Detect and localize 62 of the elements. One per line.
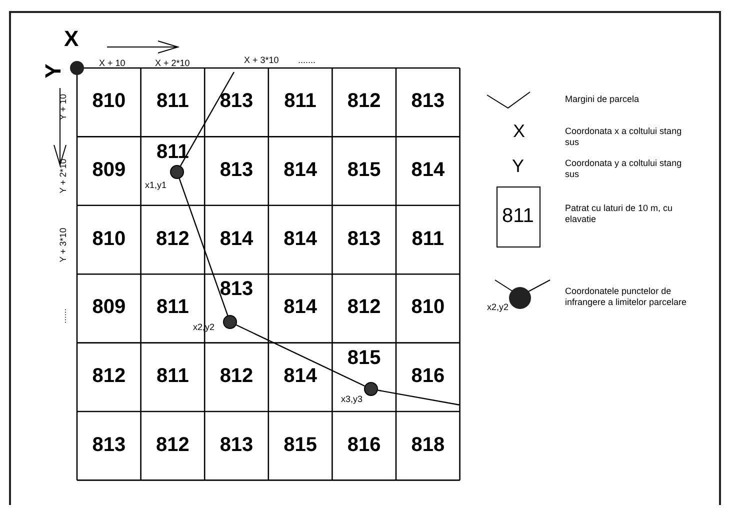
legend-text: Margini de parcela xyxy=(565,94,640,105)
elevation-value: 814 xyxy=(282,365,318,388)
elevation-value: 812 xyxy=(155,434,190,457)
axis-tick-label: X + 2*10 xyxy=(155,58,190,68)
legend-text: Patrat cu laturi de 10 m, cu elavatie xyxy=(565,203,674,225)
elevation-value: 813 xyxy=(218,159,254,182)
elevation-value: 814 xyxy=(410,159,446,182)
elevation-value: 809 xyxy=(91,296,127,320)
elevation-value: 812 xyxy=(91,365,127,388)
elevation-value: 814 xyxy=(218,228,254,251)
legend-text: Coordonata x a coltului stang sus xyxy=(565,126,683,148)
elevation-value: 810 xyxy=(410,296,446,320)
axis-letter: Y xyxy=(42,64,64,78)
elevation-value: 811 xyxy=(156,141,190,164)
elevation-value: 813 xyxy=(218,90,254,114)
axis-tick-label: ....... xyxy=(298,55,316,65)
boundary-line xyxy=(236,324,365,387)
elevation-value: 818 xyxy=(410,434,446,457)
symbol-letter: Y xyxy=(512,157,524,175)
elevation-value: 815 xyxy=(346,159,382,182)
break-point xyxy=(364,382,378,396)
elevation-value: 810 xyxy=(91,90,127,114)
elevation-value: 813 xyxy=(218,434,254,457)
point-label: x3,y3 xyxy=(341,394,363,404)
elevation-value: 813 xyxy=(346,228,382,251)
boundary-line xyxy=(178,178,228,316)
elevation-value: 811 xyxy=(502,206,534,226)
elevation-value: 811 xyxy=(410,228,446,251)
elevation-value: 814 xyxy=(282,228,318,251)
elevation-value: 815 xyxy=(346,347,382,370)
elevation-value: 814 xyxy=(282,159,318,182)
elevation-value: 810 xyxy=(91,228,127,251)
axis-letter: X xyxy=(64,28,79,50)
elevation-value: 811 xyxy=(156,365,190,388)
elevation-value: 814 xyxy=(282,296,318,320)
elevation-value: 813 xyxy=(410,90,446,114)
elevation-value: 812 xyxy=(346,90,382,114)
break-point xyxy=(170,165,184,179)
elevation-value: 812 xyxy=(155,228,190,251)
elevation-value: 813 xyxy=(218,278,254,302)
boundary-line xyxy=(378,390,460,406)
elevation-value: 815 xyxy=(282,434,318,457)
boundary-line xyxy=(180,72,235,166)
legend-text: Coordonatele punctelor de infrangere a limitelor parcelare xyxy=(565,286,688,308)
elevation-value: 813 xyxy=(91,434,127,457)
symbol-letter: X xyxy=(513,122,526,140)
elevation-value: 811 xyxy=(156,90,190,114)
elevation-value: 811 xyxy=(283,90,318,114)
elevation-value: 816 xyxy=(410,365,446,388)
point-label: x1,y1 xyxy=(145,180,167,190)
point-label: x2,y2 xyxy=(487,302,509,312)
axis-tick-label: ...... xyxy=(58,308,68,326)
break-point xyxy=(223,315,237,329)
elevation-value: 816 xyxy=(346,434,382,457)
axis-tick-label: X + 10 xyxy=(99,58,126,68)
legend-text: Coordonata y a coltului stang sus xyxy=(565,158,683,180)
axis-tick-label: X + 3*10 xyxy=(244,55,279,65)
axis-tick-label: Y + 3*10 xyxy=(58,226,68,264)
elevation-value: 809 xyxy=(91,159,127,182)
elevation-value: 812 xyxy=(346,296,382,320)
elevation-value: 812 xyxy=(218,365,254,388)
elevation-value: 811 xyxy=(156,296,190,320)
